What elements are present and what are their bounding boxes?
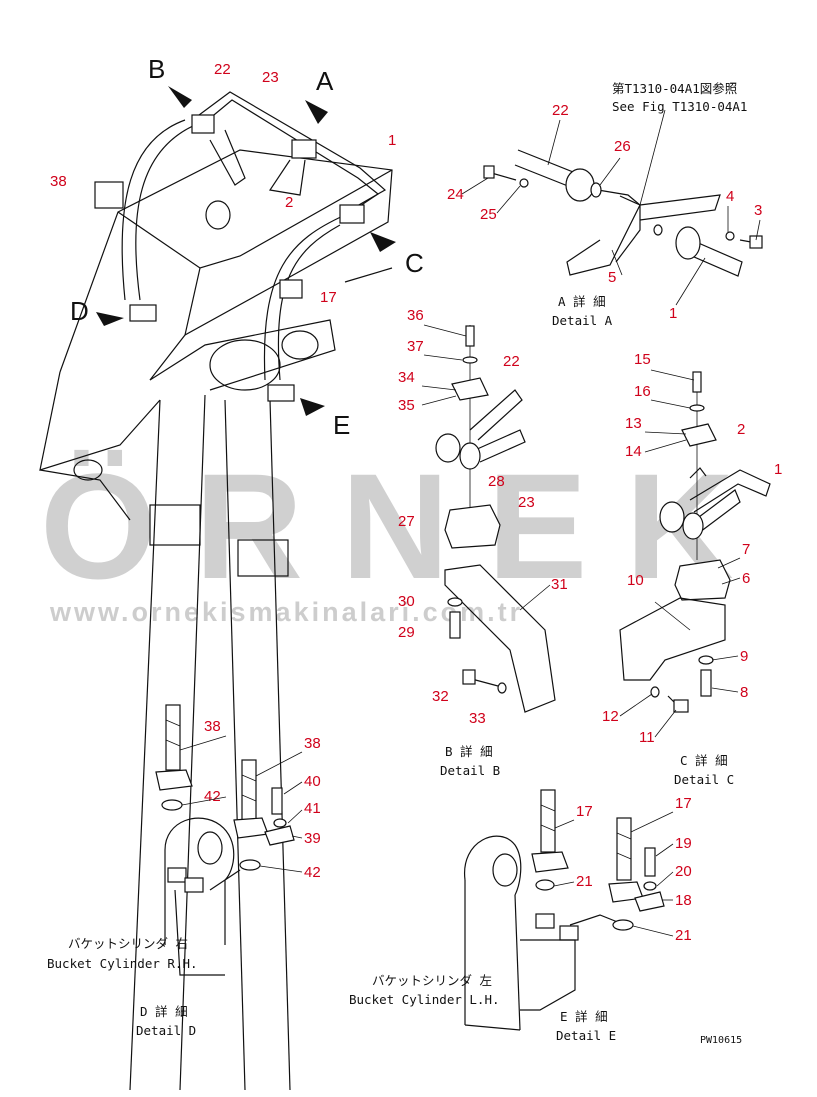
- reference-en: See Fig T1310-04A1: [612, 99, 747, 114]
- cylinder-rh-en: Bucket Cylinder R.H.: [47, 956, 198, 971]
- part-number: 1: [388, 132, 396, 149]
- detail-c-title-jp: C 詳 細: [680, 753, 728, 768]
- part-number: 38: [204, 718, 221, 735]
- part-number: 31: [551, 576, 568, 593]
- detail-d-title-jp: D 詳 細: [140, 1004, 188, 1019]
- part-number: 14: [625, 443, 642, 460]
- cylinder-lh-en: Bucket Cylinder L.H.: [349, 992, 500, 1007]
- part-number: 1: [669, 305, 677, 322]
- part-number: 16: [634, 383, 651, 400]
- part-number: 10: [627, 572, 644, 589]
- detail-e-drawing: [464, 789, 665, 1031]
- part-number: 12: [602, 708, 619, 725]
- part-number: 32: [432, 688, 449, 705]
- detail-d-drawing: [155, 704, 295, 976]
- detail-a-drawing: [483, 109, 763, 277]
- part-number: 4: [726, 188, 734, 205]
- part-number: 42: [204, 788, 221, 805]
- detail-e-title-en: Detail E: [556, 1028, 616, 1043]
- watermark-brand: ÖRNEK: [40, 442, 772, 610]
- main-assembly-drawing: [39, 86, 396, 1091]
- part-number: 1: [774, 461, 782, 478]
- leader-lines: [179, 119, 761, 937]
- part-number: 21: [675, 927, 692, 944]
- part-number: 18: [675, 892, 692, 909]
- part-number: 37: [407, 338, 424, 355]
- part-number: 17: [576, 803, 593, 820]
- detail-a-title-en: Detail A: [552, 313, 613, 328]
- part-number: 2: [737, 421, 745, 438]
- part-number: 20: [675, 863, 692, 880]
- part-number: 39: [304, 830, 321, 847]
- part-number: 8: [740, 684, 748, 701]
- part-number: 42: [304, 864, 321, 881]
- reference-jp: 第T1310-04A1図参照: [612, 81, 737, 96]
- view-letter-c: C: [405, 248, 424, 278]
- drawing-code: PW10615: [700, 1035, 742, 1046]
- part-number: 29: [398, 624, 415, 641]
- part-number: 38: [304, 735, 321, 752]
- part-number: 9: [740, 648, 748, 665]
- part-number: 23: [262, 69, 279, 86]
- detail-d-title-en: Detail D: [136, 1023, 196, 1038]
- part-number: 22: [214, 61, 231, 78]
- part-number: 7: [742, 541, 750, 558]
- part-number: 23: [518, 494, 535, 511]
- view-letter-d: D: [70, 296, 89, 326]
- part-number: 2: [285, 194, 293, 211]
- part-number: 26: [614, 138, 631, 155]
- part-number: 24: [447, 186, 464, 203]
- detail-a-title-jp: A 詳 細: [558, 294, 606, 309]
- part-number: 3: [754, 202, 762, 219]
- part-number: 35: [398, 397, 415, 414]
- watermark-url: www.ornekismakinalari.com.tr: [49, 597, 523, 627]
- part-number: 38: [50, 173, 67, 190]
- detail-b-title-en: Detail B: [440, 763, 500, 778]
- part-number: 27: [398, 513, 415, 530]
- part-number: 6: [742, 570, 750, 587]
- part-number: 19: [675, 835, 692, 852]
- view-letter-e: E: [333, 410, 350, 440]
- part-number: 34: [398, 369, 415, 386]
- cylinder-rh-jp: バケットシリンダ 右: [68, 936, 188, 951]
- part-number: 15: [634, 351, 651, 368]
- view-letter-b: B: [148, 54, 165, 84]
- part-number: 17: [320, 289, 337, 306]
- part-number: 36: [407, 307, 424, 324]
- part-number: 41: [304, 800, 321, 817]
- part-number: 21: [576, 873, 593, 890]
- part-number: 28: [488, 473, 505, 490]
- part-number: 13: [625, 415, 642, 432]
- part-number: 17: [675, 795, 692, 812]
- part-number: 22: [552, 102, 569, 119]
- cylinder-lh-jp: バケットシリンダ 左: [372, 973, 492, 988]
- view-letter-a: A: [316, 66, 334, 96]
- detail-c-title-en: Detail C: [674, 772, 734, 787]
- part-number: 30: [398, 593, 415, 610]
- part-number: 33: [469, 710, 486, 727]
- part-number: 40: [304, 773, 321, 790]
- part-number: 22: [503, 353, 520, 370]
- part-number: 5: [608, 269, 616, 286]
- detail-b-drawing: [435, 325, 556, 713]
- detail-c-drawing: [619, 371, 771, 713]
- detail-e-title-jp: E 詳 細: [560, 1009, 608, 1024]
- detail-b-title-jp: B 詳 細: [445, 744, 493, 759]
- part-number: 11: [639, 729, 655, 746]
- part-number: 25: [480, 206, 497, 223]
